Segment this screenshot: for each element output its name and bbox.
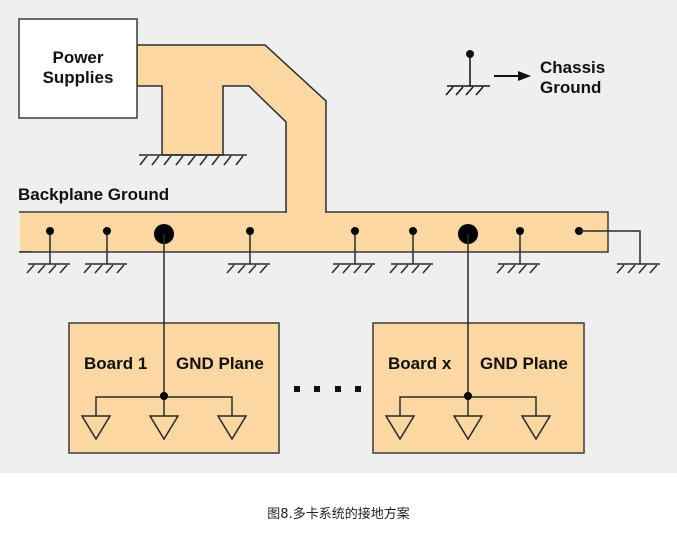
board-x [372, 322, 585, 454]
signal-ground-icon [452, 415, 484, 441]
chassis-ground-icon [496, 227, 540, 274]
signal-ground-icon [520, 415, 552, 441]
chassis-ground-icon [83, 227, 127, 274]
board-x-ground-symbols [384, 392, 552, 441]
signal-ground-icon [216, 415, 248, 441]
junction-dot [160, 392, 168, 400]
power-supplies-box [18, 18, 138, 119]
board-x-plane-label: GND Plane [480, 354, 568, 373]
chassis-ground-label-2: Ground [540, 78, 601, 97]
ellipsis [294, 386, 361, 392]
diagram-canvas: Power Supplies Chassis Ground Backplane … [0, 0, 677, 473]
signal-ground-icon [80, 415, 112, 441]
ground-tree [384, 392, 552, 441]
connection-dot [351, 227, 359, 235]
figure-caption: 图8.多卡系统的接地方案 [267, 507, 410, 522]
connection-dot [103, 227, 111, 235]
backplane-junction [287, 205, 325, 215]
backplane-fill [20, 213, 607, 251]
chassis-ground-icon [26, 227, 70, 274]
board-x-name: Board x [388, 354, 452, 373]
chassis-ground-label-1: Chassis [540, 58, 605, 77]
connection-dot [46, 227, 54, 235]
chassis-ground-icon [389, 227, 433, 274]
connection-dot [516, 227, 524, 235]
chassis-ground-icon [226, 227, 270, 274]
board-1-ground-symbols [80, 392, 248, 441]
power-chassis-ground-icon [139, 154, 247, 166]
signal-ground-icon [384, 415, 416, 441]
board-1-name: Board 1 [84, 354, 147, 373]
ground-tree [80, 392, 248, 441]
backplane-chassis-grounds [26, 227, 660, 274]
power-supplies-label-1: Power [52, 48, 103, 67]
board-1 [68, 322, 280, 454]
right-arrow-icon [494, 71, 531, 81]
junction-dot [464, 392, 472, 400]
power-supplies-label-2: Supplies [43, 68, 114, 87]
power-ground-trace [136, 44, 327, 213]
chassis-ground-icon [331, 227, 375, 274]
board-1-plane-label: GND Plane [176, 354, 264, 373]
backplane-ground-label: Backplane Ground [18, 185, 169, 204]
signal-ground-icon [148, 415, 180, 441]
connection-dot [409, 227, 417, 235]
chassis-ground-icon [445, 50, 490, 96]
chassis-ground-icon [575, 227, 660, 274]
grounding-diagram: Power Supplies Chassis Ground Backplane … [18, 18, 660, 454]
connection-dot [246, 227, 254, 235]
